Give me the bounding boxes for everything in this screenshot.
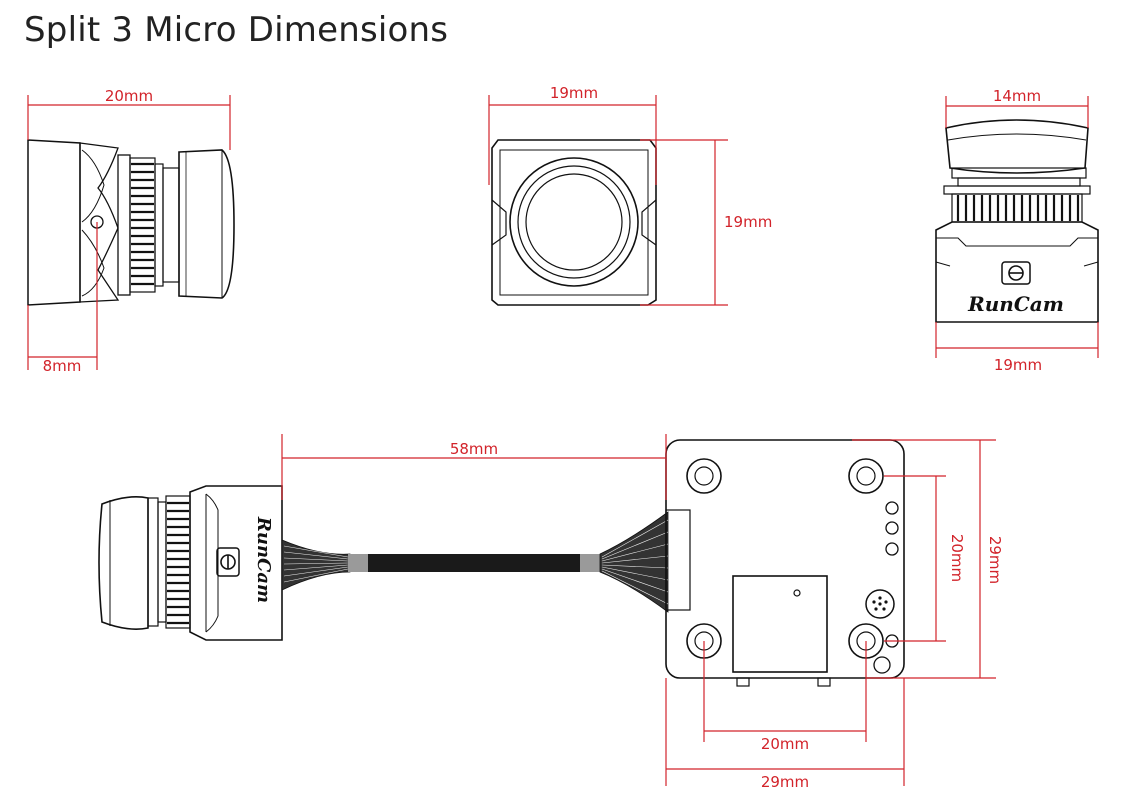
rear-brand-logo: RunCam	[967, 292, 1064, 316]
side-offset-label: 8mm	[43, 357, 82, 375]
board-height-label: 29mm	[986, 536, 1004, 584]
cable-length-label: 58mm	[450, 440, 498, 458]
front-height-label: 19mm	[724, 213, 772, 231]
side-view: 20mm 8mm	[27, 87, 235, 375]
assembly-view: RunCam	[98, 434, 1004, 791]
assembly-brand-logo: RunCam	[253, 516, 274, 603]
hole-horizontal-label: 20mm	[761, 735, 809, 753]
front-width-label: 19mm	[550, 84, 598, 102]
rear-bottom-label: 19mm	[994, 356, 1042, 374]
rear-top-label: 14mm	[993, 87, 1041, 105]
front-view: 19mm 19mm	[488, 84, 772, 306]
rear-view: RunCam 14mm 19mm	[935, 87, 1099, 374]
page-title: Split 3 Micro Dimensions	[24, 10, 449, 50]
board-width-label: 29mm	[761, 773, 809, 791]
hole-vertical-label: 20mm	[948, 534, 966, 582]
side-width-label: 20mm	[105, 87, 153, 105]
